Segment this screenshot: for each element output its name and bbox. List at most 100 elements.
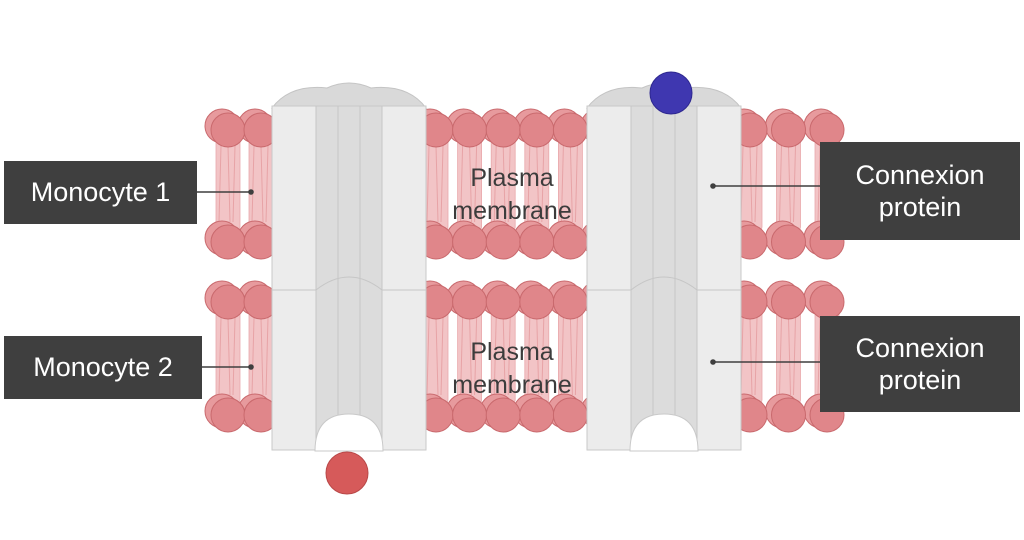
pore-opening (314, 413, 384, 452)
lipid-tail-strand (474, 145, 478, 223)
lipid-tail-strand (536, 317, 540, 396)
connexion-bottom-line1: Connexion (855, 332, 985, 363)
phospholipid-head (771, 397, 806, 433)
membrane-bottom-line2: membrane (452, 371, 572, 399)
lipid-tail-strand (227, 317, 231, 396)
lipid-tail-strand (232, 317, 236, 396)
phospholipid-head (485, 397, 521, 433)
phospholipid-head (452, 284, 488, 320)
lipid-tail-strand (749, 145, 753, 223)
monocyte-2-text: Monocyte 2 (33, 352, 173, 383)
plasma-membrane-label-top: Plasma membrane (422, 162, 602, 228)
lipid-tail-strand (265, 317, 269, 396)
monocyte-2-label: Monocyte 2 (4, 336, 202, 399)
lipid-tail-strand (460, 317, 464, 396)
phospholipid-head (519, 397, 555, 433)
lipid-tail-strand (502, 145, 506, 223)
lipid-tail-strand (788, 145, 791, 223)
phospholipid-head (519, 224, 555, 260)
phospholipid-head (452, 224, 488, 260)
lipid-tail-strand (817, 317, 821, 396)
blue-molecule (649, 71, 693, 115)
connexin-pore (315, 105, 383, 451)
lipid-tail-strand (793, 317, 796, 396)
phospholipid-head (552, 112, 588, 148)
signal-molecules (325, 71, 693, 495)
pointer-dot (248, 189, 254, 195)
membrane-top-line2: membrane (452, 197, 572, 225)
lipid-tail-strand (779, 145, 782, 223)
lipid-tail-strand (502, 317, 506, 396)
lipid-tail-strand (541, 145, 545, 223)
lipid-tail-strand (754, 145, 758, 223)
phospholipid-head (519, 112, 555, 148)
lipid-tail-strand (265, 145, 269, 223)
phospholipid-head (485, 224, 521, 260)
lipid-tail-strand (754, 317, 758, 396)
monocyte-1-text: Monocyte 1 (30, 177, 171, 208)
pointer-dot (710, 359, 716, 365)
lipid-tail-strand (527, 145, 531, 223)
phospholipid-head (452, 112, 488, 148)
lipid-tail-strand (435, 145, 439, 223)
connexion-top-line1: Connexion (855, 159, 985, 190)
connexin-pore (630, 105, 698, 451)
phospholipid-head (552, 284, 588, 320)
lipid-tail-strand (493, 317, 497, 396)
plasma-membrane-label-bottom: Plasma membrane (422, 336, 602, 402)
phospholipid-head (485, 284, 521, 320)
phospholipid-head (771, 224, 806, 260)
pore-opening (629, 413, 699, 452)
phospholipid-head (485, 112, 521, 148)
lipid-tail-strand (440, 145, 444, 223)
lipid-tail-strand (493, 145, 497, 223)
membrane-bottom-line1: Plasma (470, 338, 554, 366)
hemichannel-junction (315, 276, 383, 291)
phospholipid-head (552, 397, 588, 433)
membrane-top-line1: Plasma (470, 164, 554, 192)
lipid-tail-strand (469, 317, 473, 396)
lipid-tail-strand (574, 145, 578, 223)
lipid-tail-strand (507, 317, 511, 396)
lipid-tail-strand (460, 145, 464, 223)
pointer-dot (248, 364, 254, 370)
lipid-tail-strand (251, 317, 255, 396)
lipid-tail-strand (527, 317, 531, 396)
lipid-tail-strand (779, 317, 782, 396)
lipid-tail-strand (218, 145, 222, 223)
label-pointers (197, 183, 820, 370)
lipid-tail-strand (817, 145, 821, 223)
red-molecule (325, 451, 369, 495)
lipid-tail-strand (260, 145, 264, 223)
lipid-tail-strand (469, 145, 473, 223)
connexion-top-line2: protein (878, 192, 962, 222)
lipid-tail-strand (474, 317, 478, 396)
lipid-tail-strand (507, 145, 511, 223)
phospholipid-head (552, 224, 588, 260)
phospholipid-head (809, 284, 845, 320)
lipid-tail-strand (227, 145, 231, 223)
lipid-tail-strand (749, 317, 753, 396)
lipid-tail-strand (426, 317, 430, 396)
connexion-bottom-line2: protein (878, 365, 962, 395)
connexon-channel (585, 82, 743, 452)
connexion-protein-label-bottom: Connexion protein (820, 316, 1020, 412)
phospholipid-head (210, 397, 246, 433)
lipid-tail-strand (435, 317, 439, 396)
phospholipid-head (210, 112, 246, 148)
lipid-tail-strand (218, 317, 222, 396)
hemichannel-junction (630, 276, 698, 291)
lipid-tail-strand (793, 145, 796, 223)
lipid-tail-strand (232, 145, 236, 223)
monocyte-1-label: Monocyte 1 (4, 161, 197, 224)
phospholipid-head (452, 397, 488, 433)
phospholipid-head (771, 112, 806, 148)
lipid-tail-strand (569, 317, 573, 396)
lipid-tail-strand (426, 145, 430, 223)
lipid-tail-strand (788, 317, 791, 396)
lipid-tail-strand (536, 145, 540, 223)
lipid-tail-strand (260, 317, 264, 396)
connexon-channel (270, 82, 428, 452)
connexion-protein-label-top: Connexion protein (820, 142, 1020, 240)
